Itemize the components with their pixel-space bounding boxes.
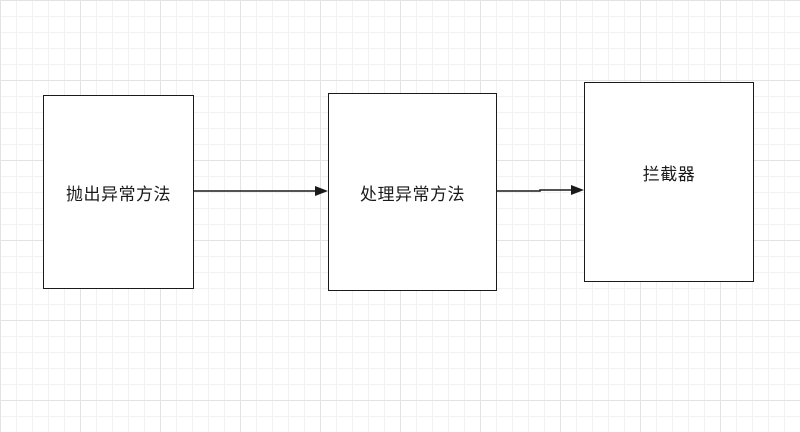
node-label: 拦截器 <box>642 164 696 185</box>
node-throw-exception-method[interactable]: 抛出异常方法 <box>43 95 194 289</box>
node-handle-exception-method[interactable]: 处理异常方法 <box>328 93 497 291</box>
arrowhead-icon <box>315 186 328 196</box>
arrowhead-icon <box>571 185 584 195</box>
edge-line <box>497 189 572 192</box>
edge-throw-to-handle <box>194 186 328 196</box>
node-interceptor[interactable]: 拦截器 <box>584 82 754 282</box>
node-label: 处理异常方法 <box>360 184 465 205</box>
edge-handle-to-interceptor <box>497 185 584 195</box>
node-label: 抛出异常方法 <box>66 184 171 205</box>
